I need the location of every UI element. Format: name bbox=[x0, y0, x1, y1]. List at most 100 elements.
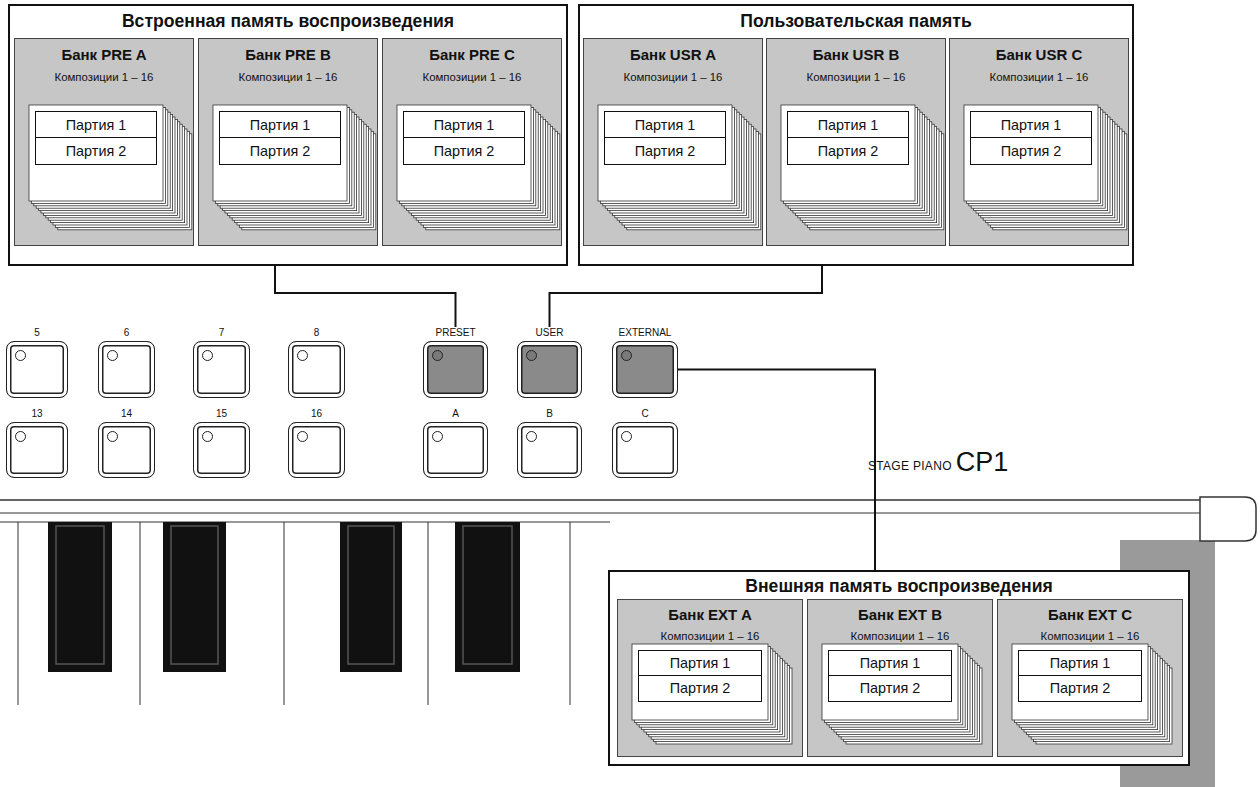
bank-box: Банк USR CКомпозиции 1 – 16Партия 1Парти… bbox=[949, 38, 1129, 246]
part-card: Партия 1Партия 2 bbox=[604, 111, 726, 165]
black-keys bbox=[48, 522, 520, 672]
part-card: Партия 1Партия 2 bbox=[828, 650, 952, 702]
white-key-lines bbox=[18, 522, 570, 705]
model-label: CP1 bbox=[956, 447, 1009, 477]
bank-title: Банк EXT B bbox=[808, 605, 992, 625]
button-led bbox=[202, 350, 213, 361]
button-led bbox=[202, 431, 213, 442]
panel-button: EXTERNAL bbox=[612, 327, 678, 398]
button-led bbox=[15, 350, 26, 361]
button-cap bbox=[98, 341, 155, 398]
part-cell: Партия 1 bbox=[404, 112, 524, 138]
part-cell: Партия 2 bbox=[829, 676, 951, 701]
memory-title: Внешняя память воспроизведения bbox=[610, 574, 1188, 598]
bank-subtitle: Композиции 1 – 16 bbox=[584, 69, 762, 85]
part-cell: Партия 2 bbox=[605, 138, 725, 164]
panel-edge bbox=[0, 499, 1205, 501]
part-cell: Партия 2 bbox=[971, 138, 1091, 164]
button-label: 7 bbox=[173, 327, 270, 339]
button-led bbox=[297, 431, 308, 442]
panel-button: 13 bbox=[6, 408, 68, 478]
button-label: 6 bbox=[78, 327, 175, 339]
memory-box: Пользовательская памятьБанк USR AКомпози… bbox=[578, 4, 1134, 266]
bank-title: Банк PRE B bbox=[199, 45, 377, 65]
button-label: 15 bbox=[173, 408, 270, 420]
bank-title: Банк EXT C bbox=[998, 605, 1182, 625]
part-card: Партия 1Партия 2 bbox=[1018, 650, 1142, 702]
panel-button: 15 bbox=[193, 408, 250, 478]
button-label: 8 bbox=[268, 327, 365, 339]
button-label: USER bbox=[497, 327, 602, 339]
bank-box: Банк PRE CКомпозиции 1 – 16Партия 1Парти… bbox=[382, 38, 562, 246]
bank-box: Банк PRE BКомпозиции 1 – 16Партия 1Парти… bbox=[198, 38, 378, 246]
memory-title: Встроенная память воспроизведения bbox=[10, 9, 566, 33]
part-cell: Партия 1 bbox=[220, 112, 340, 138]
button-cap bbox=[98, 422, 155, 478]
model-label: STAGE PIANO bbox=[868, 459, 952, 473]
button-led bbox=[107, 350, 118, 361]
button-label: 13 bbox=[0, 408, 88, 420]
button-cap bbox=[193, 341, 250, 398]
button-cap bbox=[423, 422, 488, 478]
part-cell: Партия 1 bbox=[1019, 651, 1141, 676]
bank-subtitle: Композиции 1 – 16 bbox=[15, 69, 193, 85]
part-cell: Партия 1 bbox=[605, 112, 725, 138]
bank-box: Банк EXT B Композиции 1 – 16 Партия 1Парти… bbox=[807, 599, 993, 757]
panel-button: C bbox=[612, 408, 678, 478]
part-cell: Партия 1 bbox=[829, 651, 951, 676]
part-cell: Партия 1 bbox=[36, 112, 156, 138]
button-cap bbox=[6, 422, 68, 478]
panel-button: 7 bbox=[193, 327, 250, 398]
button-label: PRESET bbox=[403, 327, 508, 339]
connector bbox=[550, 266, 823, 327]
button-cap bbox=[288, 341, 345, 398]
end-cap bbox=[1200, 497, 1256, 541]
part-card: Партия 1Партия 2 bbox=[970, 111, 1092, 165]
button-label: B bbox=[497, 408, 602, 420]
button-cap bbox=[6, 341, 68, 398]
bank-subtitle: Композиции 1 – 16 bbox=[950, 69, 1128, 85]
button-led bbox=[432, 350, 443, 361]
panel-button: 5 bbox=[6, 327, 68, 398]
memory-box: Встроенная память воспроизведенияБанк PR… bbox=[8, 4, 568, 266]
bank-title: Банк PRE A bbox=[15, 45, 193, 65]
bank-title: Банк USR B bbox=[767, 45, 945, 65]
bank-subtitle: Композиции 1 – 16 bbox=[767, 69, 945, 85]
bank-box: Банк EXT AКомпозиции 1 – 16Партия 1Парти… bbox=[617, 599, 803, 757]
button-label: C bbox=[592, 408, 698, 420]
part-cell: Партия 2 bbox=[1019, 676, 1141, 701]
part-cell: Партия 2 bbox=[404, 138, 524, 164]
part-cell: Партия 2 bbox=[36, 138, 156, 164]
button-cap bbox=[612, 341, 678, 398]
panel-button: A bbox=[423, 408, 488, 478]
button-led bbox=[621, 431, 632, 442]
button-cap bbox=[193, 422, 250, 478]
bank-title: Банк EXT A bbox=[618, 605, 802, 625]
part-card: Партия 1Партия 2 bbox=[219, 111, 341, 165]
panel-edge bbox=[0, 513, 1205, 514]
panel-button: 8 bbox=[288, 327, 345, 398]
button-label: EXTERNAL bbox=[592, 327, 698, 339]
button-led bbox=[526, 431, 537, 442]
part-card: Партия 1Партия 2 bbox=[638, 650, 762, 702]
part-cell: Партия 2 bbox=[220, 138, 340, 164]
bank-box: Банк EXT C Композиции 1 – 16 Партия 1Парти… bbox=[997, 599, 1183, 757]
panel-button: B bbox=[517, 408, 582, 478]
button-label: 16 bbox=[268, 408, 365, 420]
part-cell: Партия 1 bbox=[639, 651, 761, 676]
bank-subtitle: Композиции 1 – 16 bbox=[998, 628, 1182, 644]
button-cap bbox=[288, 422, 345, 478]
panel-button: USER bbox=[517, 327, 582, 398]
part-card: Партия 1Партия 2 bbox=[403, 111, 525, 165]
button-cap bbox=[423, 341, 488, 398]
part-cell: Партия 1 bbox=[788, 112, 908, 138]
button-led bbox=[432, 431, 443, 442]
connector bbox=[275, 266, 456, 327]
bank-subtitle: Композиции 1 – 16 bbox=[808, 628, 992, 644]
part-card: Партия 1Партия 2 bbox=[35, 111, 157, 165]
connector bbox=[678, 370, 875, 571]
part-cell: Партия 1 bbox=[971, 112, 1091, 138]
panel-button: 14 bbox=[98, 408, 155, 478]
button-label: 14 bbox=[78, 408, 175, 420]
